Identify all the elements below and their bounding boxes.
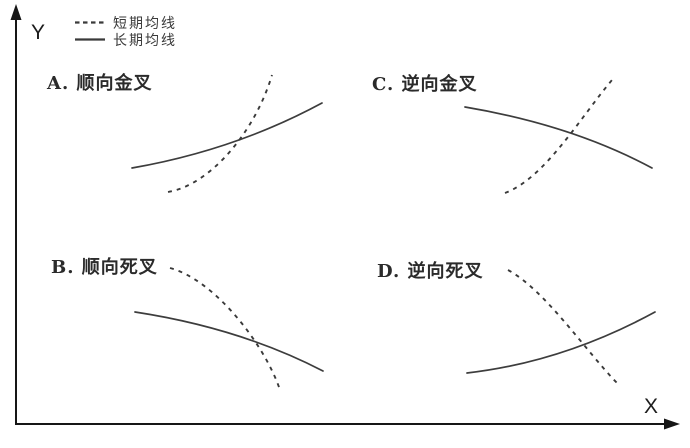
legend-short-ma-label: 短期均线 (113, 16, 177, 32)
panel-a-short-ma-curve (167, 74, 273, 193)
legend: 短期均线 长期均线 (75, 16, 177, 49)
panel-d-label: D. 逆向死叉 (377, 260, 484, 282)
panel-a-long-ma-curve (131, 102, 323, 169)
panel-b-label: B. 顺向死叉 (51, 256, 158, 278)
panel-c-short-ma-curve (504, 79, 613, 194)
y-axis-label: Y (31, 21, 45, 44)
panel-a: A. 顺向金叉 (46, 72, 323, 193)
panel-b: B. 顺向死叉 (51, 256, 324, 391)
panel-c-long-ma-curve (464, 106, 653, 169)
panel-c: C. 逆向金叉 (372, 73, 653, 194)
panel-c-label: C. 逆向金叉 (372, 73, 478, 95)
panel-a-label: A. 顺向金叉 (46, 72, 153, 94)
legend-long-ma-label: 长期均线 (113, 33, 177, 49)
panel-d-short-ma-curve (507, 269, 618, 384)
panel-d: D. 逆向死叉 (377, 260, 656, 384)
x-axis-label: X (644, 395, 658, 418)
x-axis-arrow-icon (664, 418, 680, 430)
panel-b-long-ma-curve (134, 311, 324, 372)
y-axis-arrow-icon (10, 4, 22, 20)
panel-b-short-ma-curve (169, 267, 281, 391)
panel-d-long-ma-curve (466, 311, 656, 374)
